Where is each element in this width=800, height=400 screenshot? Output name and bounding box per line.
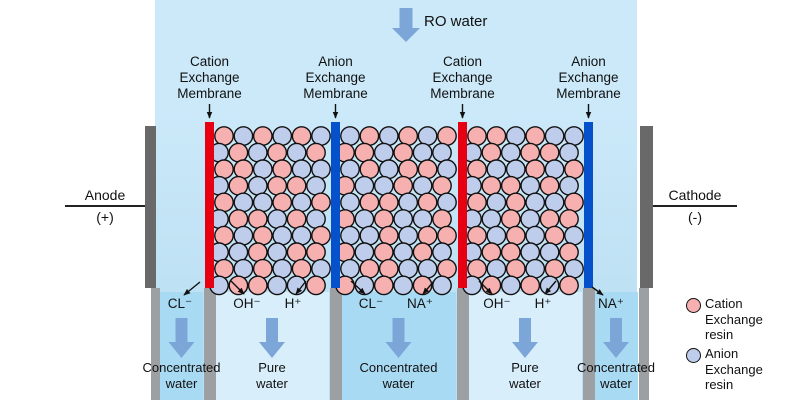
ion-label-h: H⁺ bbox=[284, 296, 302, 311]
cation-resin-legend-swatch bbox=[686, 298, 701, 313]
anode-label: Anode bbox=[84, 187, 126, 203]
ion-label-oh: OH⁻ bbox=[483, 296, 511, 311]
concentrated-water-label: Concentrated water bbox=[576, 360, 656, 391]
concentrated-water-label: Concentrated water bbox=[359, 360, 438, 391]
cation-exchange-membrane-label: Cation Exchange Membrane bbox=[177, 54, 242, 101]
ro-water-label: RO water bbox=[424, 13, 488, 30]
concentrated-water-label: Concentrated water bbox=[142, 360, 221, 391]
ion-label-cl: CL⁻ bbox=[167, 296, 193, 311]
left-wall bbox=[151, 288, 160, 400]
right-wall bbox=[639, 288, 649, 400]
cathode-label: Cathode bbox=[668, 187, 722, 203]
membrane-wall-stub bbox=[582, 288, 595, 400]
anion-exchange-membrane-label: Anion Exchange Membrane bbox=[556, 54, 621, 101]
pure-water-label: Pure water bbox=[509, 360, 541, 391]
anion-resin-legend-label: Anion Exchange resin bbox=[705, 346, 763, 392]
ion-label-cl: CL⁻ bbox=[358, 296, 384, 311]
anion-exchange-membrane-label: Anion Exchange Membrane bbox=[303, 54, 368, 101]
cation-exchange-membrane-label: Cation Exchange Membrane bbox=[430, 54, 495, 101]
ion-label-oh: OH⁻ bbox=[233, 296, 261, 311]
ion-label-na: NA⁺ bbox=[598, 296, 624, 311]
ion-label-na: NA⁺ bbox=[407, 296, 433, 311]
membrane-wall-stub bbox=[456, 288, 469, 400]
pure-water-label: Pure water bbox=[256, 360, 288, 391]
membrane-wall-stub bbox=[329, 288, 342, 400]
cathode-sign: (-) bbox=[688, 209, 702, 225]
membrane-wall-stub bbox=[203, 288, 216, 400]
cathode-electrode-bar bbox=[640, 126, 653, 288]
anode-sign: (+) bbox=[96, 209, 114, 225]
ion-label-h: H⁺ bbox=[534, 296, 552, 311]
cation-resin-legend-label: Cation Exchange resin bbox=[705, 296, 763, 342]
anode-electrode-bar bbox=[145, 126, 156, 288]
anion-resin-legend-swatch bbox=[686, 348, 701, 363]
